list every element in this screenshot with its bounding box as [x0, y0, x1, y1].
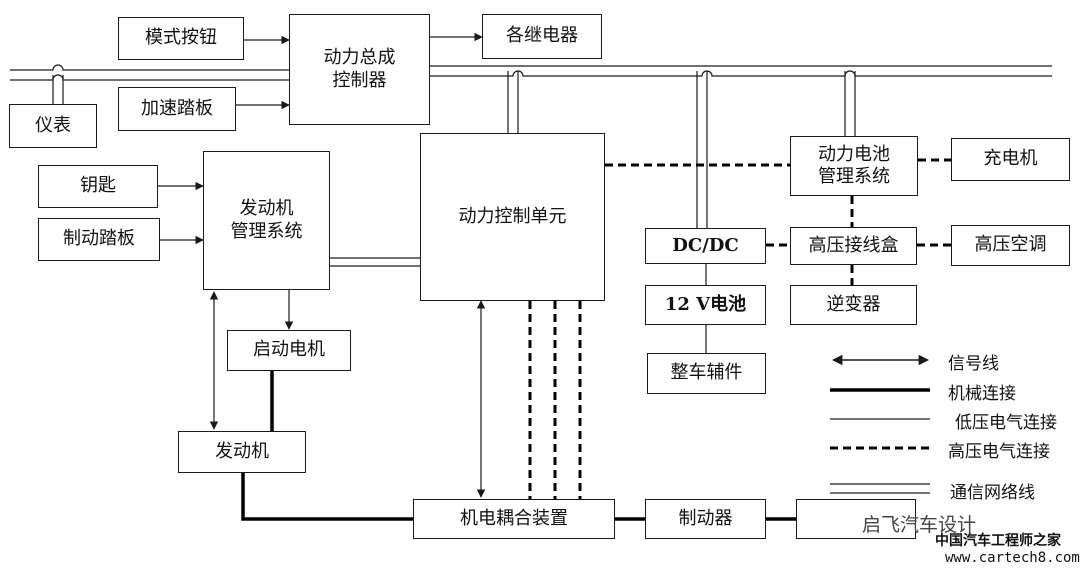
legend-network-label: 通信网络线 — [950, 483, 1035, 503]
mech-engine-coupling — [241, 473, 413, 521]
relays-box: 各继电器 — [482, 14, 602, 59]
network-link-ems-pcu — [330, 257, 420, 267]
starter-motor-box: 启动电机 — [227, 330, 351, 371]
auxiliary-box: 整车辅件 — [647, 353, 766, 394]
key-box: 钥匙 — [38, 165, 158, 208]
wheel-box — [796, 499, 916, 539]
network-bus-right — [430, 65, 1052, 228]
dcdc-box: DC/DC — [645, 228, 766, 264]
legend-low-voltage-label: 低压电气连接 — [955, 413, 1057, 433]
battery-12v-box: 12 V电池 — [645, 285, 766, 325]
accelerator-pedal-box: 加速踏板 — [118, 87, 236, 131]
legend-network-symbol — [830, 483, 930, 494]
inverter-box: 逆变器 — [790, 285, 917, 325]
watermark-site: 中国汽车工程师之家 — [935, 533, 1061, 549]
battery-management-box: 动力电池 管理系统 — [790, 136, 918, 196]
legend-mechanical-label: 机械连接 — [948, 384, 1016, 404]
legend-signal-label: 信号线 — [948, 354, 999, 374]
mode-button-box: 模式按钮 — [118, 17, 244, 60]
brake-box: 制动器 — [645, 499, 766, 539]
hv-air-conditioner-box: 高压空调 — [951, 225, 1070, 266]
brake-pedal-box: 制动踏板 — [38, 218, 160, 261]
power-control-unit-box: 动力控制单元 — [420, 133, 605, 301]
charger-box: 充电机 — [951, 138, 1070, 181]
watermark-url: www.cartech8.com — [945, 550, 1080, 566]
engine-box: 发动机 — [178, 431, 306, 473]
powertrain-controller-box: 动力总成 控制器 — [289, 14, 430, 125]
engine-management-box: 发动机 管理系统 — [203, 151, 330, 290]
hv-junction-box: 高压接线盒 — [790, 227, 917, 265]
coupling-device-box: 机电耦合装置 — [413, 499, 615, 539]
network-bus-left — [10, 64, 290, 104]
instrument-box: 仪表 — [9, 104, 97, 148]
watermark-brand: 启飞汽车设计 — [862, 514, 977, 536]
legend-high-voltage-label: 高压电气连接 — [948, 442, 1050, 462]
